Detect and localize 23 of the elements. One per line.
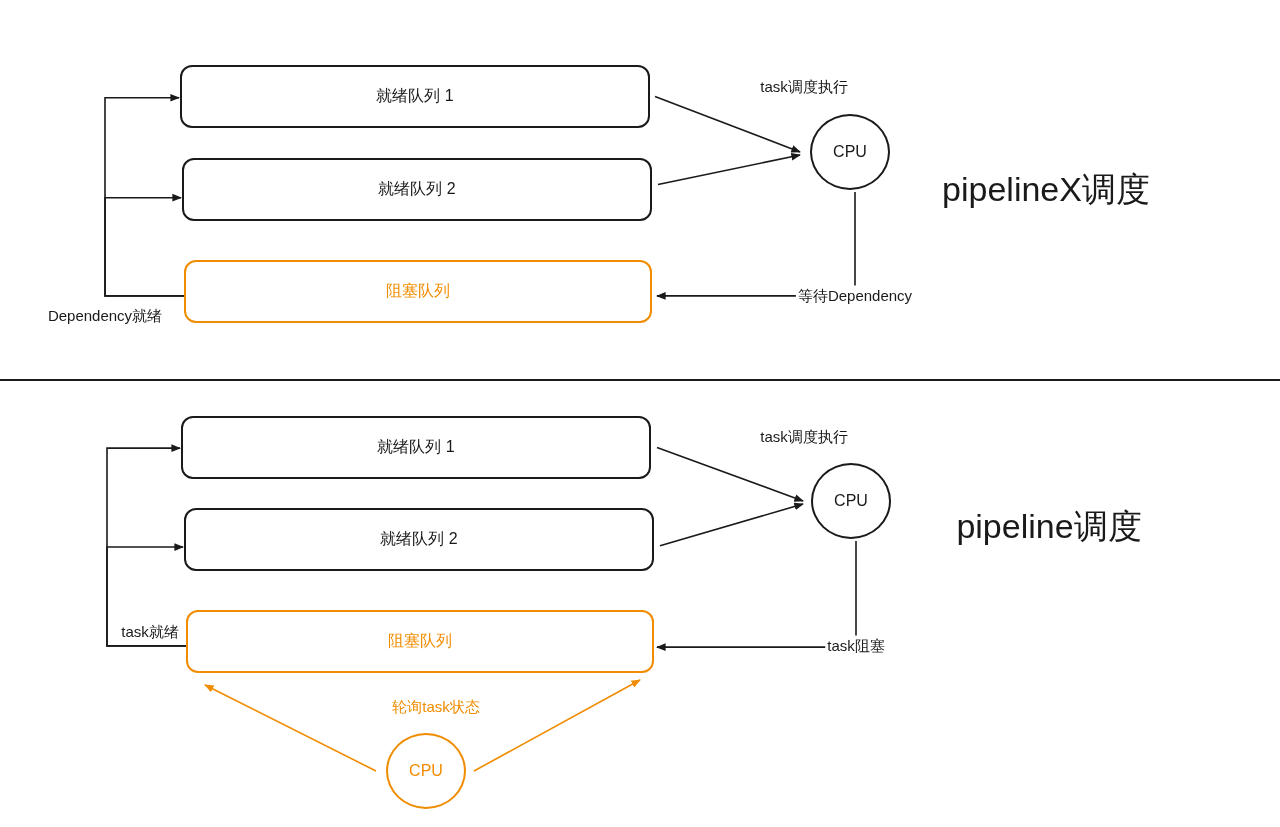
node-caption: task调度执行 (760, 427, 848, 447)
arrow (656, 446, 804, 502)
queue-box: 就绪队列 2 (184, 508, 654, 571)
cpu-circle: CPU (386, 733, 466, 809)
node-caption: task调度执行 (760, 77, 848, 97)
cpu-circle: CPU (810, 114, 890, 190)
section-title: pipeline调度 (956, 506, 1142, 547)
cpu-circle: CPU (811, 463, 891, 539)
arrow (473, 679, 641, 772)
node-caption: 轮询task状态 (392, 697, 480, 717)
arrow (657, 153, 801, 186)
queue-box: 就绪队列 1 (180, 65, 650, 128)
arrow (654, 95, 801, 153)
section-title: pipelineX调度 (942, 169, 1150, 210)
queue-box: 就绪队列 1 (181, 416, 651, 479)
queue-box: 阻塞队列 (184, 260, 652, 323)
arrow (106, 543, 187, 647)
edge-label: 等待Dependency (795, 285, 915, 307)
arrow (204, 684, 377, 772)
arrow (104, 193, 185, 297)
arrow (659, 502, 804, 547)
queue-box: 就绪队列 2 (182, 158, 652, 221)
queue-box: 阻塞队列 (186, 610, 654, 673)
